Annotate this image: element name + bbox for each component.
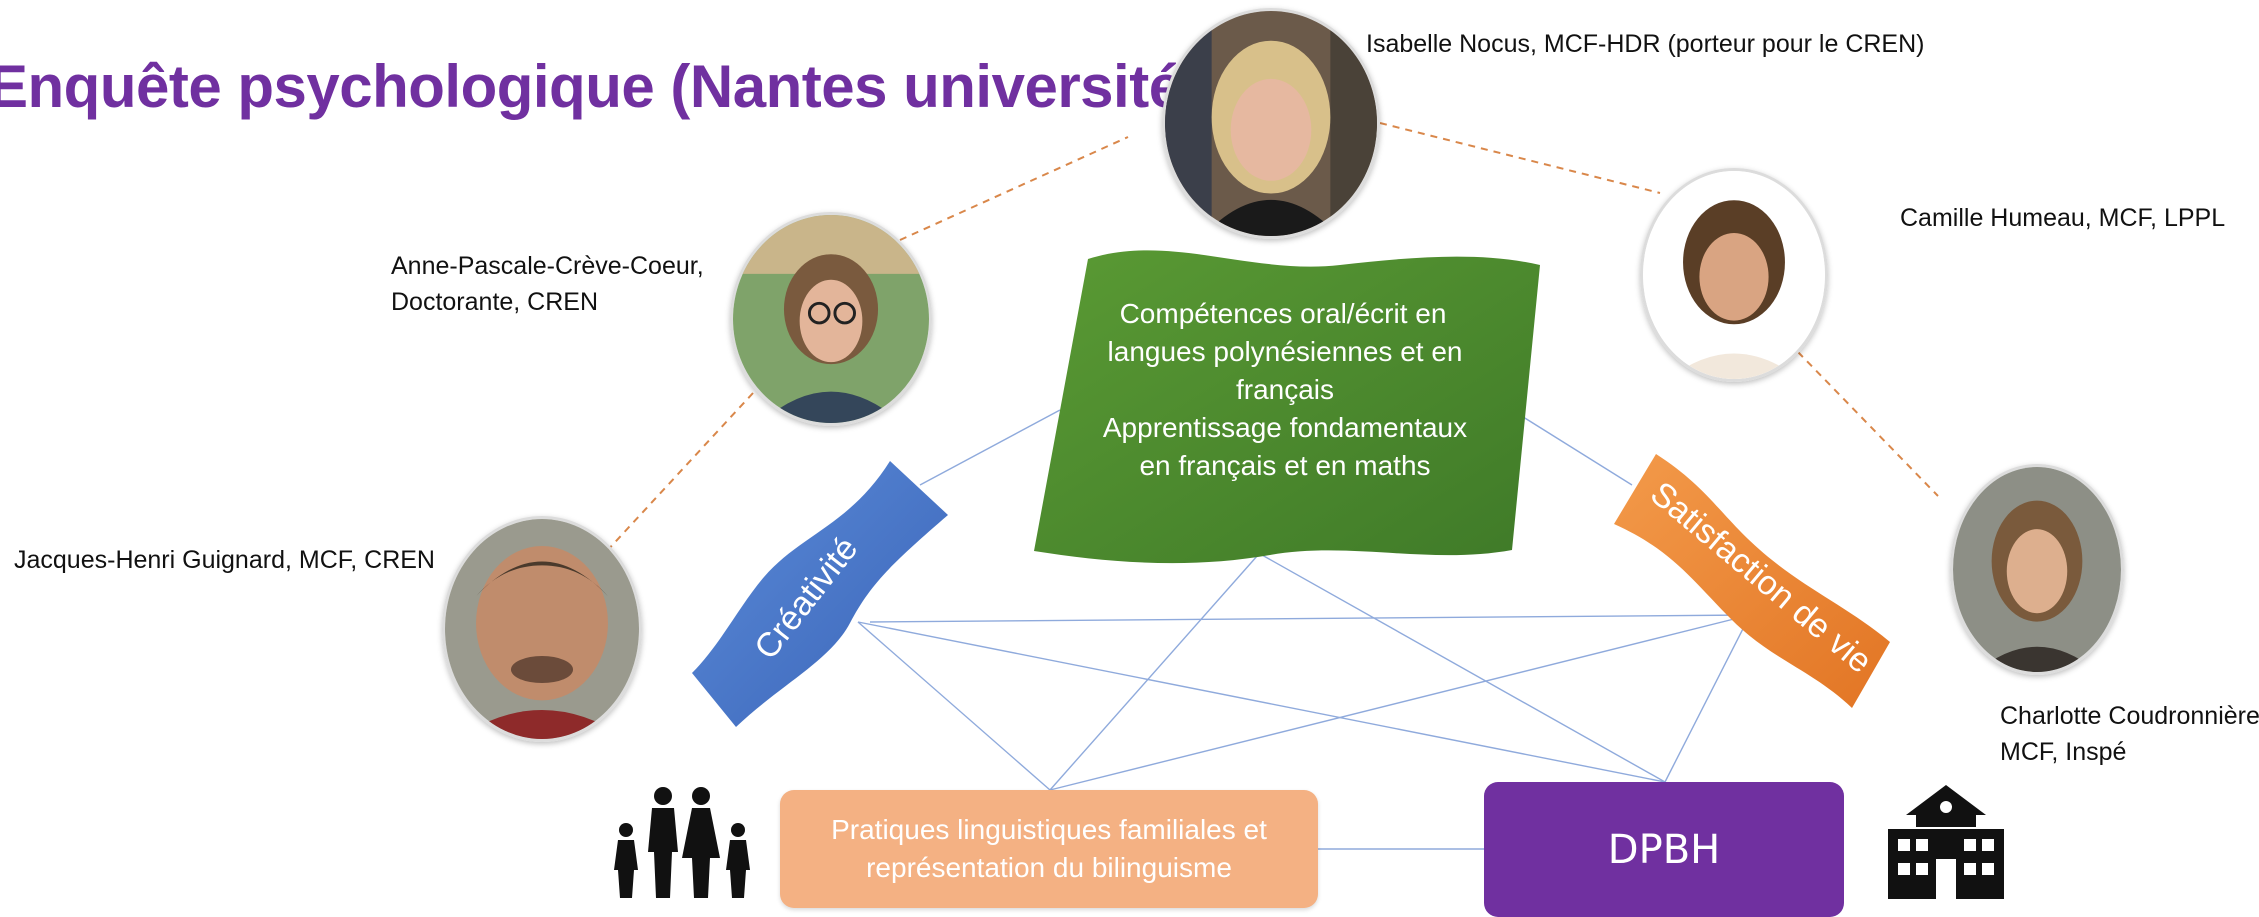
satisfaction-label: Satisfaction de vie [1643, 474, 1879, 680]
link-creativite-competences [919, 409, 1061, 486]
link-competences-family [1049, 554, 1259, 791]
label-creve-coeur-line2: Doctorante, CREN [391, 288, 599, 316]
family-icon [614, 787, 750, 898]
competences-line-5: en français et en maths [1139, 450, 1430, 481]
link-satisfaction-family [1049, 614, 1751, 791]
link-creativite-satisfaction [869, 614, 1751, 623]
dashed-link-creve-nocus [899, 136, 1129, 241]
link-satisfaction-dpbh [1664, 614, 1751, 783]
family-box-line2: représentation du bilinguisme [866, 852, 1232, 883]
family-box-line1: Pratiques linguistiques familiales et [831, 814, 1267, 845]
dashed-link-nocus-humeau [1379, 122, 1661, 194]
competences-line-3: français [1236, 374, 1334, 405]
slide-title: Enquête psychologique (Nantes université… [0, 53, 1202, 120]
photo-anne-pascale-creve-coeur [730, 212, 932, 426]
label-anne-pascale-creve-coeur: Anne-Pascale-Crève-Coeur, Doctorante, CR… [391, 248, 704, 320]
link-creativite-family [857, 621, 1051, 791]
label-creve-coeur-line1: Anne-Pascale-Crève-Coeur, [391, 252, 704, 280]
label-isabelle-nocus: Isabelle Nocus, MCF-HDR (porteur pour le… [1366, 30, 1925, 58]
label-coudronniere-line1: Charlotte Coudronnière, [2000, 702, 2259, 730]
link-competences-dpbh [1261, 554, 1666, 783]
photo-charlotte-coudronniere [1950, 464, 2124, 675]
dashed-link-creve-guignard [604, 392, 754, 554]
label-camille-humeau: Camille Humeau, MCF, LPPL [1900, 204, 2226, 232]
competences-line-1: Compétences oral/écrit en [1120, 298, 1447, 329]
label-coudronniere-line2: MCF, Inspé [2000, 738, 2127, 766]
link-creativite-dpbh [857, 621, 1666, 783]
link-competences-satisfaction [1511, 409, 1633, 486]
dpbh-box: DPBH [1484, 782, 1844, 917]
satisfaction-ribbon: Satisfaction de vie [1614, 454, 1890, 708]
competences-banner: Compétences oral/écrit en langues polyné… [1034, 250, 1540, 564]
competences-line-4: Apprentissage fondamentaux [1103, 412, 1467, 443]
family-practices-box: Pratiques linguistiques familiales et re… [780, 790, 1318, 908]
creativite-ribbon: Créativité [692, 461, 948, 727]
label-charlotte-coudronniere: Charlotte Coudronnière, MCF, Inspé [2000, 698, 2259, 770]
competences-line-2: langues polynésiennes et en [1108, 336, 1463, 367]
photo-isabelle-nocus [1162, 8, 1380, 239]
label-jacques-henri-guignard: Jacques-Henri Guignard, MCF, CREN [14, 546, 435, 574]
photo-camille-humeau [1640, 168, 1828, 382]
school-building-icon [1888, 785, 2004, 899]
photo-jacques-henri-guignard [442, 516, 642, 742]
